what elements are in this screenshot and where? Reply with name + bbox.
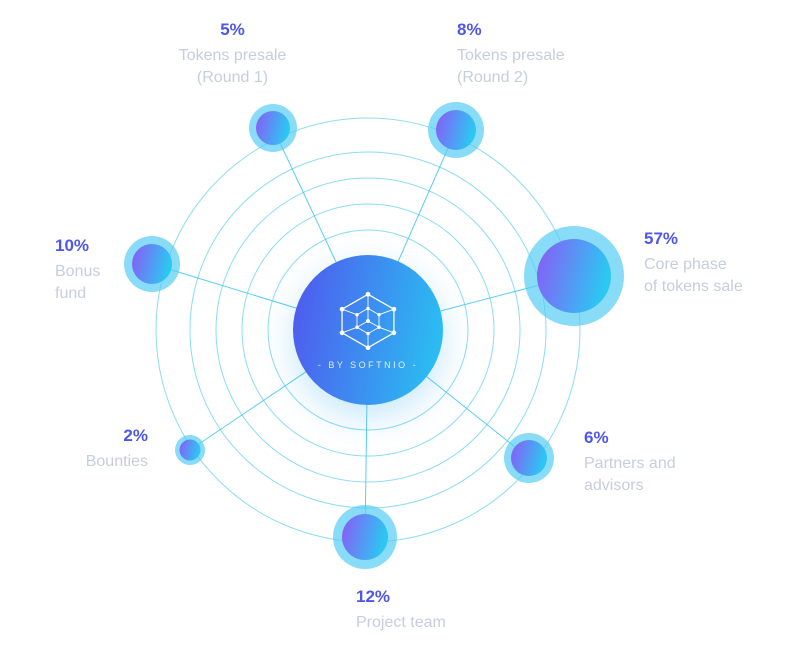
node-name: Bonus fund	[55, 263, 101, 302]
bubble-tokens-presale-round-2	[428, 102, 484, 158]
node-pct: 2%	[123, 426, 148, 445]
node-label-core-phase: 57% Core phase of tokens sale	[644, 229, 799, 298]
node-label-bounties: 2% Bounties	[40, 426, 148, 473]
node-pct: 12%	[356, 587, 391, 606]
center-hub: - BY SOFTNIO -	[293, 255, 443, 405]
node-label-tokens-presale-round-2: 8% Tokens presale (Round 2)	[457, 20, 627, 89]
node-name: Bounties	[85, 453, 148, 470]
node-pct: 57%	[644, 229, 679, 248]
node-label-project-team: 12% Project team	[356, 587, 516, 634]
bubble-bounties	[175, 435, 205, 465]
bubble-bonus-fund	[124, 236, 180, 292]
brand-label: - BY SOFTNIO -	[317, 359, 419, 370]
node-name: Project team	[356, 614, 446, 631]
node-pct: 5%	[220, 20, 245, 39]
node-name: Tokens presale (Round 1)	[178, 47, 287, 86]
node-name: Core phase of tokens sale	[644, 256, 743, 295]
node-name: Tokens presale (Round 2)	[457, 47, 565, 86]
node-pct: 8%	[457, 20, 482, 39]
hexagon-network-icon	[339, 291, 397, 350]
bubble-project-team	[333, 505, 397, 569]
bubble-tokens-presale-round-1	[249, 104, 297, 152]
node-pct: 6%	[584, 428, 609, 447]
bubble-core-phase	[524, 226, 624, 326]
bubble-partners-and-advisors	[504, 433, 554, 483]
node-label-bonus-fund: 10% Bonus fund	[55, 236, 165, 305]
node-bubbles	[124, 102, 624, 569]
node-name: Partners and advisors	[584, 455, 676, 494]
node-pct: 10%	[55, 236, 90, 255]
node-label-partners-and-advisors: 6% Partners and advisors	[584, 428, 734, 497]
node-label-tokens-presale-round-1: 5% Tokens presale (Round 1)	[150, 20, 315, 89]
